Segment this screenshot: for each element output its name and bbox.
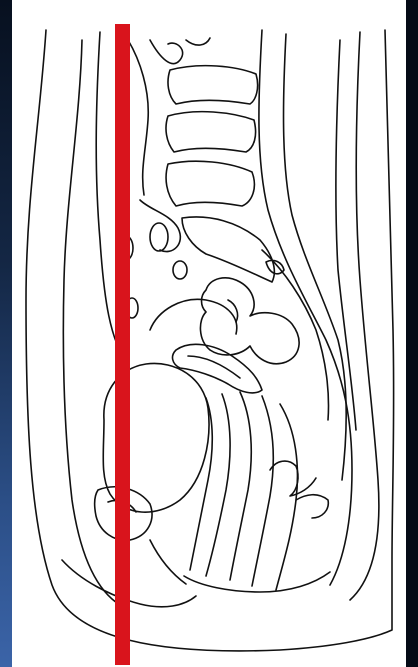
pelvic-floor	[150, 540, 186, 584]
anal-canal	[276, 404, 297, 590]
bowel-loop-b	[186, 38, 210, 45]
rectum-fold	[270, 461, 316, 496]
rectum-front	[230, 392, 251, 580]
bowel-loop-d	[150, 299, 237, 334]
bowel-loop-top	[128, 40, 148, 195]
posterior-outer-line	[350, 32, 379, 600]
sacrum-body	[182, 217, 274, 282]
sacrum-front	[262, 250, 329, 420]
anal-sphincter	[296, 495, 328, 518]
vertical-marker-line	[115, 24, 130, 665]
rectum-back	[252, 396, 273, 586]
uterine-cavity	[188, 356, 240, 378]
bowel-loop-c	[140, 200, 180, 252]
bowel-section-1	[150, 223, 168, 251]
bowel-loop-a	[150, 40, 183, 64]
bowel-cluster	[200, 278, 299, 364]
vertebra-2	[166, 112, 256, 152]
vertebra-3	[166, 161, 254, 206]
vertebra-1	[168, 66, 258, 104]
inner-left-wall	[63, 40, 120, 605]
uterus	[173, 344, 262, 393]
bowel-section-2	[173, 261, 187, 279]
